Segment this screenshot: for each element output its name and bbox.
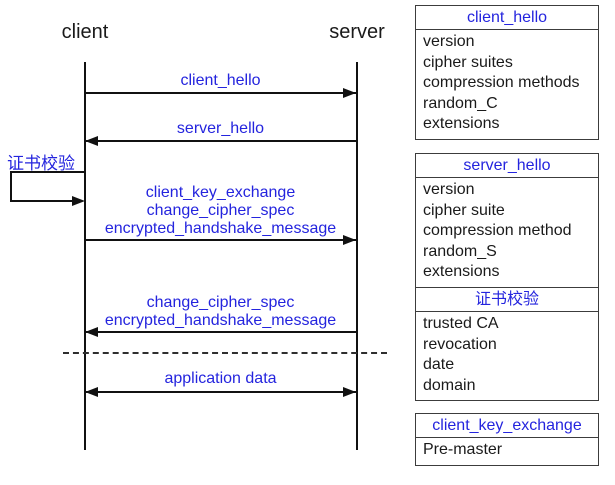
certificate-verification-box-body: trusted CA revocation date domain — [416, 312, 598, 400]
server-hello-box: server_hello version cipher suite compre… — [415, 153, 599, 288]
server-hello-box-title: server_hello — [416, 154, 598, 178]
application-data-arrow — [85, 387, 356, 397]
change-cipher-spec-arrow — [85, 327, 356, 337]
arrowhead-right-icon — [343, 387, 356, 397]
certificate-verification-loop-left — [10, 171, 12, 202]
client-key-exchange-box-body: Pre-master — [416, 438, 598, 465]
box-item: domain — [423, 376, 476, 394]
certificate-verification-box: 证书校验 trusted CA revocation date domain — [415, 287, 599, 401]
actor-client-label: client — [61, 21, 109, 43]
client-hello-box-body: version cipher suites compression method… — [416, 30, 598, 139]
server-finished-label-block: change_cipher_spec encrypted_handshake_m… — [85, 294, 356, 330]
box-item: random_C — [423, 94, 498, 112]
arrowhead-right-icon — [72, 196, 85, 206]
box-item: compression method — [423, 222, 572, 239]
box-item: cipher suites — [423, 53, 513, 71]
box-item: revocation — [423, 335, 497, 353]
client-hello-box-title: client_hello — [416, 6, 598, 30]
server-hello-label: server_hello — [176, 120, 265, 137]
arrowhead-left-icon — [85, 387, 98, 397]
arrowhead-left-icon — [85, 327, 98, 337]
client-lifeline — [84, 62, 86, 450]
arrowhead-right-icon — [343, 88, 356, 98]
box-item: random_S — [423, 242, 497, 260]
box-item: trusted CA — [423, 315, 499, 332]
client-hello-label: client_hello — [180, 72, 261, 89]
application-data-label: application data — [164, 370, 277, 387]
client-key-exchange-box-title: client_key_exchange — [416, 414, 598, 438]
encrypted-handshake-message-label: encrypted_handshake_message — [104, 312, 337, 329]
client-key-exchange-arrow — [85, 235, 356, 245]
box-item: extensions — [423, 263, 500, 280]
box-item: version — [423, 181, 475, 198]
arrowhead-right-icon — [343, 235, 356, 245]
server-hello-arrow — [85, 136, 356, 146]
arrowhead-left-icon — [85, 136, 98, 146]
encrypted-handshake-message-label: encrypted_handshake_message — [104, 220, 337, 237]
client-hello-arrow — [85, 88, 356, 98]
box-item: extensions — [423, 115, 500, 132]
server-lifeline — [356, 62, 358, 450]
certificate-verification-loop-bottom — [10, 200, 73, 202]
box-item: cipher suite — [423, 201, 505, 219]
client-key-exchange-label: client_key_exchange — [145, 184, 296, 201]
actor-server-label: server — [329, 21, 385, 43]
certificate-verification-loop-top — [10, 171, 85, 173]
box-item: version — [423, 33, 475, 50]
change-cipher-spec-label: change_cipher_spec — [146, 202, 295, 219]
change-cipher-spec-label: change_cipher_spec — [146, 294, 295, 311]
certificate-verification-label: 证书校验 — [7, 154, 75, 173]
client-key-exchange-label-block: client_key_exchange change_cipher_spec e… — [85, 184, 356, 238]
box-item: Pre-master — [423, 441, 503, 458]
server-hello-box-body: version cipher suite compression method … — [416, 178, 598, 287]
box-item: compression methods — [423, 74, 580, 91]
box-item: date — [423, 356, 455, 373]
handshake-separator-dashed-line — [63, 352, 387, 354]
client-hello-box: client_hello version cipher suites compr… — [415, 5, 599, 140]
client-key-exchange-box: client_key_exchange Pre-master — [415, 413, 599, 466]
certificate-verification-box-title: 证书校验 — [416, 288, 598, 312]
